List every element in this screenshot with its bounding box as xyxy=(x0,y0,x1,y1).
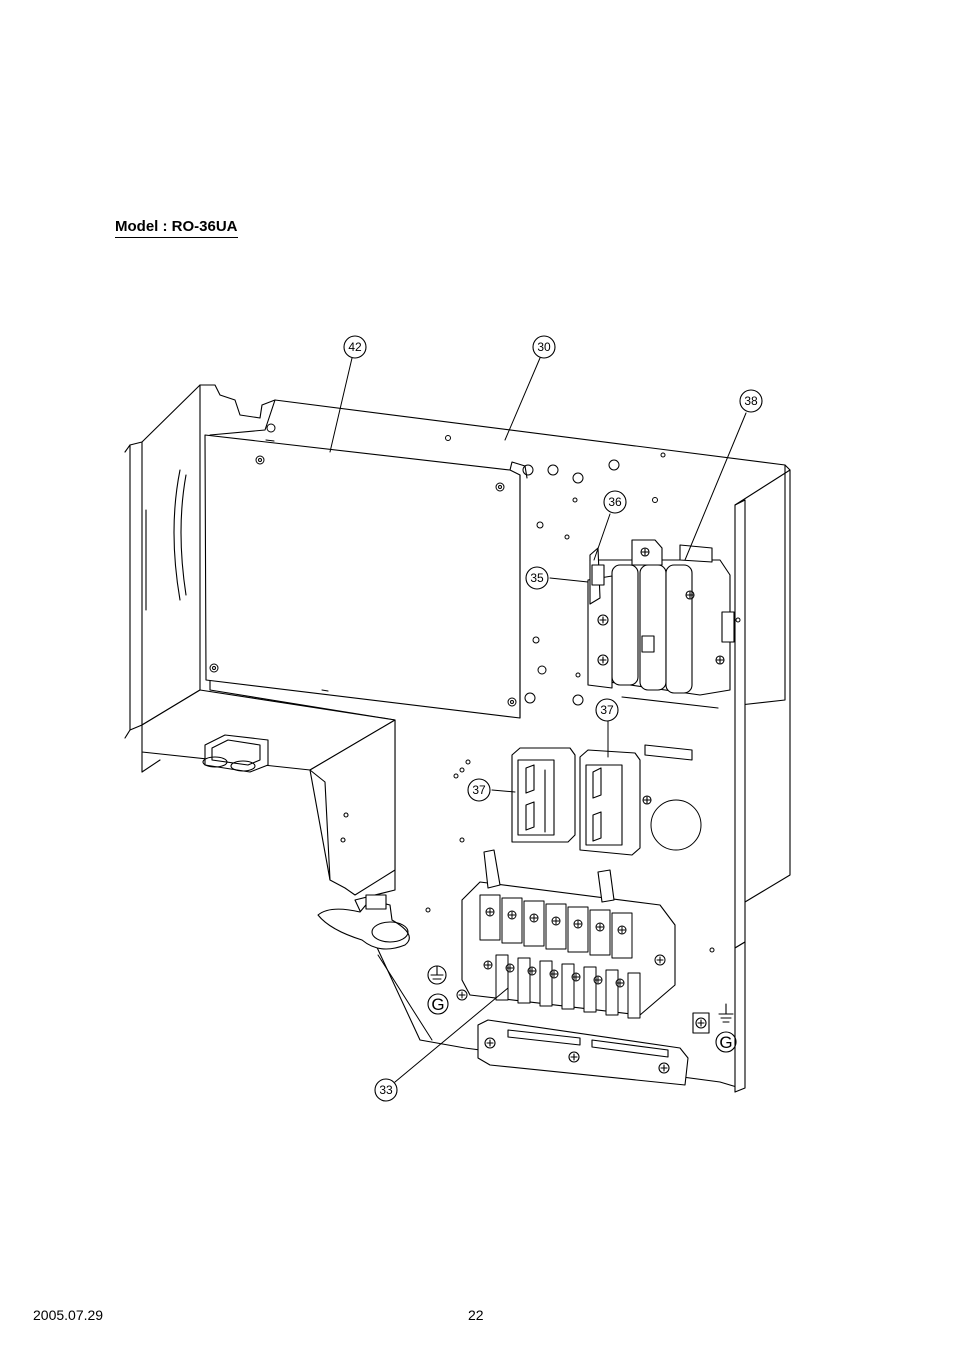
callout-42-label: 42 xyxy=(348,340,362,354)
page-number: 22 xyxy=(468,1307,484,1323)
callout-37b: 37 xyxy=(468,779,490,801)
callout-37b-label: 37 xyxy=(472,783,486,797)
relay-block-right xyxy=(580,750,651,855)
relay-block-left xyxy=(512,748,575,842)
pcb-cover-plate xyxy=(205,435,527,718)
callout-42: 42 xyxy=(344,336,366,358)
contactor-relay xyxy=(588,540,734,695)
callout-38-label: 38 xyxy=(744,394,758,408)
callout-30: 30 xyxy=(533,336,555,358)
callout-33-label: 33 xyxy=(379,1083,393,1097)
bottom-shelf xyxy=(142,690,395,895)
callout-35: 35 xyxy=(526,567,548,589)
callout-37a-label: 37 xyxy=(600,703,614,717)
callout-36: 36 xyxy=(604,491,626,513)
callout-30-label: 30 xyxy=(537,340,551,354)
ground-letter-left: G xyxy=(431,995,444,1014)
footer-date: 2005.07.29 xyxy=(33,1307,103,1323)
callout-36-label: 36 xyxy=(608,495,622,509)
ground-letter-right: G xyxy=(719,1033,732,1052)
callout-33: 33 xyxy=(375,1079,397,1101)
callout-35-label: 35 xyxy=(530,571,544,585)
callout-37a: 37 xyxy=(596,699,618,721)
callout-38: 38 xyxy=(740,390,762,412)
